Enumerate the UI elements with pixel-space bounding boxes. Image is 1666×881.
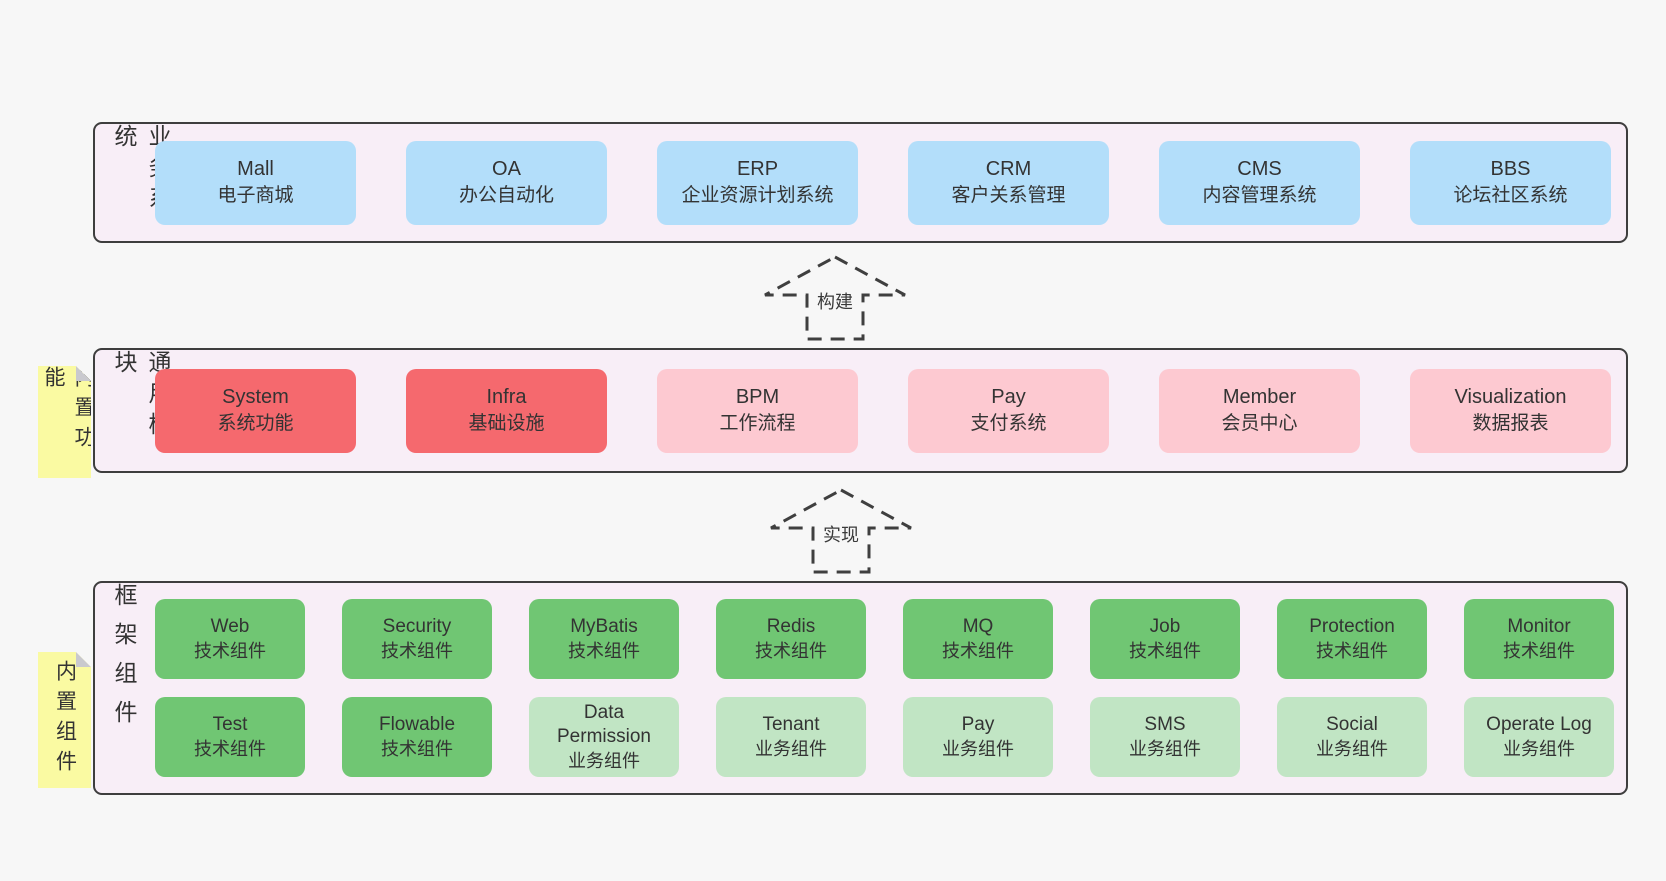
node-cms: CMS 内容管理系统	[1159, 140, 1360, 225]
node-data-permission: Data Permission 业务组件	[529, 697, 679, 777]
node-tenant: Tenant 业务组件	[716, 697, 866, 777]
node-web: Web 技术组件	[155, 599, 305, 679]
component-row-1: Web 技术组件 Security 技术组件 MyBatis 技术组件 Redi…	[155, 599, 1614, 679]
band-common-modules: 通用模块 System 系统功能 Infra 基础设施 BPM 工作流程 Pay…	[93, 348, 1628, 473]
band-business-systems: 业务系统 Mall 电子商城 OA 办公自动化 ERP 企业资源计划系统 CRM…	[93, 122, 1628, 243]
band-components-label: 框架组件	[111, 583, 137, 739]
band-framework-components: 框架组件 Web 技术组件 Security 技术组件 MyBatis 技术组件…	[93, 581, 1628, 795]
node-mall: Mall 电子商城	[155, 140, 356, 225]
business-boxes: Mall 电子商城 OA 办公自动化 ERP 企业资源计划系统 CRM 客户关系…	[155, 124, 1611, 241]
node-crm: CRM 客户关系管理	[908, 140, 1109, 225]
node-visualization: Visualization 数据报表	[1410, 368, 1611, 453]
node-security: Security 技术组件	[342, 599, 492, 679]
sticky-fold-icon	[76, 366, 91, 381]
component-row-2: Test 技术组件 Flowable 技术组件 Data Permission …	[155, 697, 1614, 777]
node-erp: ERP 企业资源计划系统	[657, 140, 858, 225]
component-rows: Web 技术组件 Security 技术组件 MyBatis 技术组件 Redi…	[155, 583, 1614, 793]
node-bbs: BBS 论坛社区系统	[1410, 140, 1611, 225]
dashed-up-arrow-icon	[770, 488, 912, 574]
arrow-build-icon: 构建	[760, 254, 910, 342]
sticky-note-builtin-functions: 内置功能	[38, 366, 91, 478]
node-oa: OA 办公自动化	[406, 140, 607, 225]
node-monitor: Monitor 技术组件	[1464, 599, 1614, 679]
module-boxes: System 系统功能 Infra 基础设施 BPM 工作流程 Pay 支付系统…	[155, 350, 1611, 471]
node-mybatis: MyBatis 技术组件	[529, 599, 679, 679]
node-operate-log: Operate Log 业务组件	[1464, 697, 1614, 777]
node-bpm: BPM 工作流程	[657, 368, 858, 453]
arrow-build-label: 构建	[812, 287, 858, 315]
node-system: System 系统功能	[155, 368, 356, 453]
node-flowable: Flowable 技术组件	[342, 697, 492, 777]
arrow-implement-label: 实现	[818, 520, 864, 548]
node-pay-component: Pay 业务组件	[903, 697, 1053, 777]
node-redis: Redis 技术组件	[716, 599, 866, 679]
node-protection: Protection 技术组件	[1277, 599, 1427, 679]
node-test: Test 技术组件	[155, 697, 305, 777]
dashed-up-arrow-icon	[764, 255, 906, 341]
node-sms: SMS 业务组件	[1090, 697, 1240, 777]
node-pay-module: Pay 支付系统	[908, 368, 1109, 453]
arrow-implement-icon: 实现	[766, 487, 916, 575]
sticky-note-builtin-components: 内置组件	[38, 652, 91, 788]
node-infra: Infra 基础设施	[406, 368, 607, 453]
node-social: Social 业务组件	[1277, 697, 1427, 777]
node-job: Job 技术组件	[1090, 599, 1240, 679]
node-member: Member 会员中心	[1159, 368, 1360, 453]
sticky-fold-icon	[76, 652, 91, 667]
node-mq: MQ 技术组件	[903, 599, 1053, 679]
